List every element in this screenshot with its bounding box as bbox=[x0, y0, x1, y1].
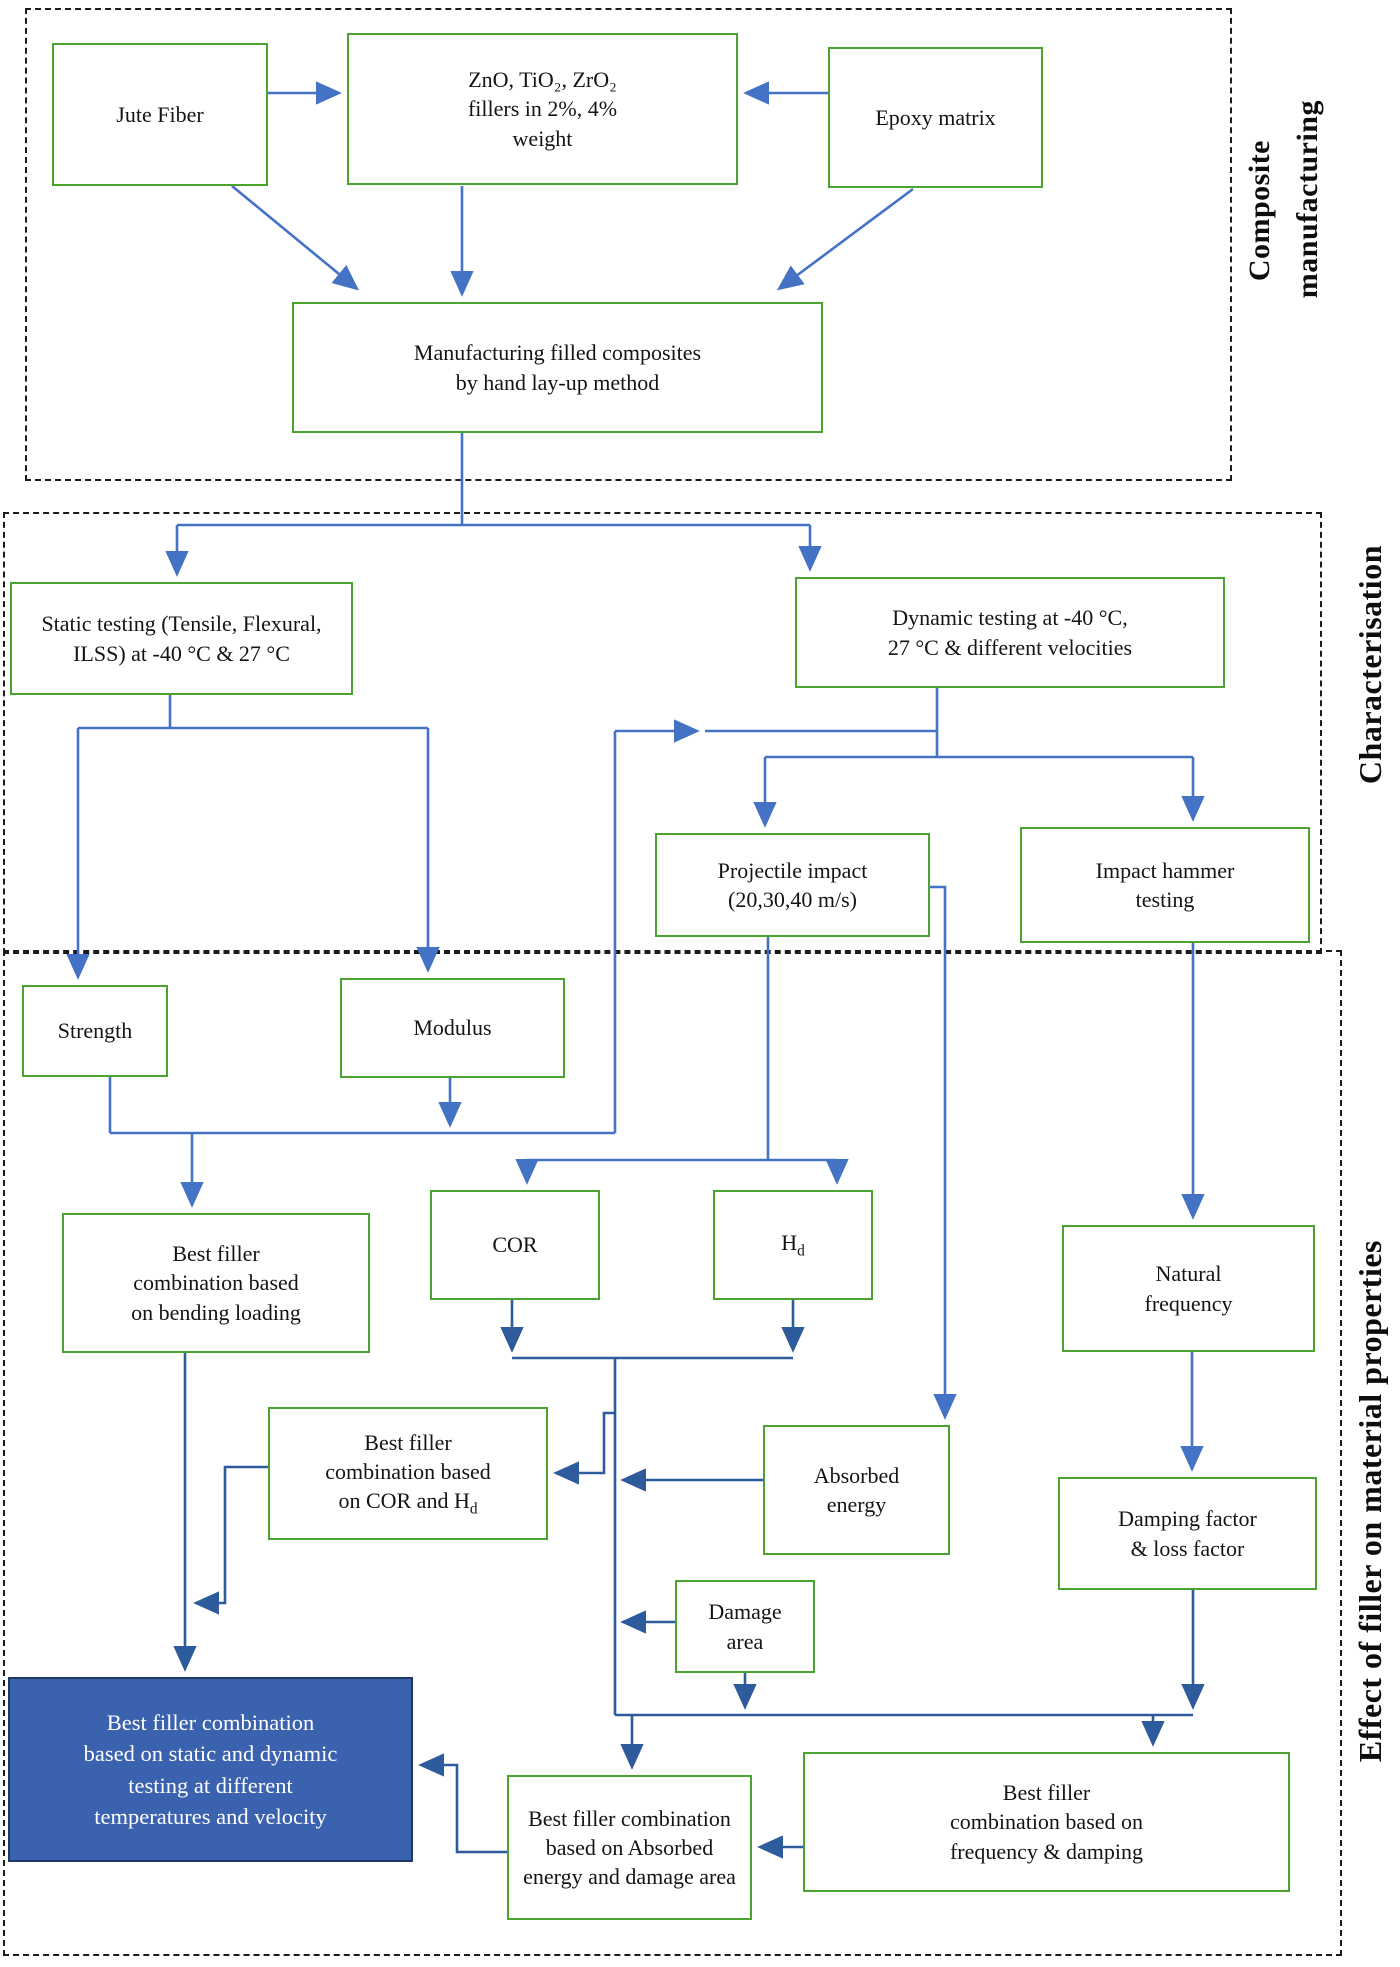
box-fillers: ZnO, TiO₂, ZrO₂ fillers in 2%, 4% weight bbox=[347, 33, 738, 185]
box-epoxy-matrix-label: Epoxy matrix bbox=[875, 104, 996, 130]
box-projectile-impact: Projectile impact (20,30,40 m/s) bbox=[655, 833, 930, 937]
section-label-composite-line1: Composite bbox=[1243, 140, 1276, 282]
box-damage-area: Damage area bbox=[675, 1580, 815, 1673]
box-epoxy-matrix: Epoxy matrix bbox=[828, 47, 1043, 188]
box-absorbed-energy-label: Absorbed energy bbox=[813, 1462, 900, 1517]
box-damage-area-label: Damage area bbox=[708, 1599, 782, 1654]
box-static-testing-label: Static testing (Tensile, Flexural, ILSS)… bbox=[41, 611, 322, 666]
box-damping-factor-label: Damping factor & loss factor bbox=[1118, 1506, 1257, 1561]
box-absorbed-energy: Absorbed energy bbox=[763, 1425, 950, 1555]
hd-main: H bbox=[781, 1230, 798, 1256]
box-projectile-impact-label: Projectile impact (20,30,40 m/s) bbox=[717, 857, 868, 912]
box-best-static-dynamic-label: Best filler combination based on static … bbox=[83, 1709, 338, 1830]
box-best-frequency: Best filler combination based on frequen… bbox=[803, 1752, 1290, 1892]
box-natural-frequency: Natural frequency bbox=[1062, 1225, 1315, 1352]
section-composite-manufacturing bbox=[25, 8, 1232, 481]
best-cor-hd-text: Best filler combination based on COR and… bbox=[325, 1429, 491, 1513]
section-label-effect: Effect of filler on material properties bbox=[1352, 1240, 1388, 1763]
box-static-testing: Static testing (Tensile, Flexural, ILSS)… bbox=[10, 582, 353, 695]
box-damping-factor: Damping factor & loss factor bbox=[1058, 1477, 1317, 1590]
box-best-cor-hd-label: Best filler combination based on COR and… bbox=[319, 1426, 497, 1522]
section-label-characterisation: Characterisation bbox=[1352, 545, 1388, 785]
box-fillers-label: ZnO, TiO₂, ZrO₂ fillers in 2%, 4% weight bbox=[467, 67, 618, 151]
box-natural-frequency-label: Natural frequency bbox=[1144, 1261, 1233, 1316]
box-best-bending-label: Best filler combination based on bending… bbox=[131, 1241, 301, 1325]
box-jute-fiber: Jute Fiber bbox=[52, 43, 268, 186]
box-jute-fiber-label: Jute Fiber bbox=[116, 101, 204, 127]
box-impact-hammer: Impact hammer testing bbox=[1020, 827, 1310, 943]
box-modulus: Modulus bbox=[340, 978, 565, 1078]
section-effect-of-filler bbox=[3, 950, 1342, 1956]
section-label-composite-line2: manufacturing bbox=[1291, 100, 1324, 299]
box-best-frequency-label: Best filler combination based on frequen… bbox=[949, 1780, 1144, 1864]
best-cor-hd-subscript: d bbox=[469, 1500, 478, 1518]
box-hd: Hd bbox=[713, 1190, 873, 1300]
box-dynamic-testing-label: Dynamic testing at -40 °C, 27 °C & diffe… bbox=[887, 605, 1133, 660]
box-manufacturing-label: Manufacturing filled composites by hand … bbox=[413, 340, 702, 395]
box-best-static-dynamic: Best filler combination based on static … bbox=[8, 1677, 413, 1862]
section-characterisation bbox=[3, 512, 1322, 954]
box-impact-hammer-label: Impact hammer testing bbox=[1095, 857, 1235, 912]
box-hd-label: Hd bbox=[775, 1226, 811, 1264]
box-best-bending: Best filler combination based on bending… bbox=[62, 1213, 370, 1353]
box-best-absorbed: Best filler combination based on Absorbe… bbox=[507, 1775, 752, 1920]
box-best-absorbed-label: Best filler combination based on Absorbe… bbox=[523, 1805, 736, 1890]
box-modulus-label: Modulus bbox=[413, 1015, 492, 1041]
box-cor-label: COR bbox=[492, 1232, 538, 1258]
box-strength-label: Strength bbox=[57, 1018, 133, 1044]
box-best-cor-hd: Best filler combination based on COR and… bbox=[268, 1407, 548, 1540]
hd-subscript: d bbox=[797, 1242, 805, 1260]
box-strength: Strength bbox=[22, 985, 168, 1077]
box-dynamic-testing: Dynamic testing at -40 °C, 27 °C & diffe… bbox=[795, 577, 1225, 688]
box-manufacturing: Manufacturing filled composites by hand … bbox=[292, 302, 823, 433]
box-cor: COR bbox=[430, 1190, 600, 1300]
